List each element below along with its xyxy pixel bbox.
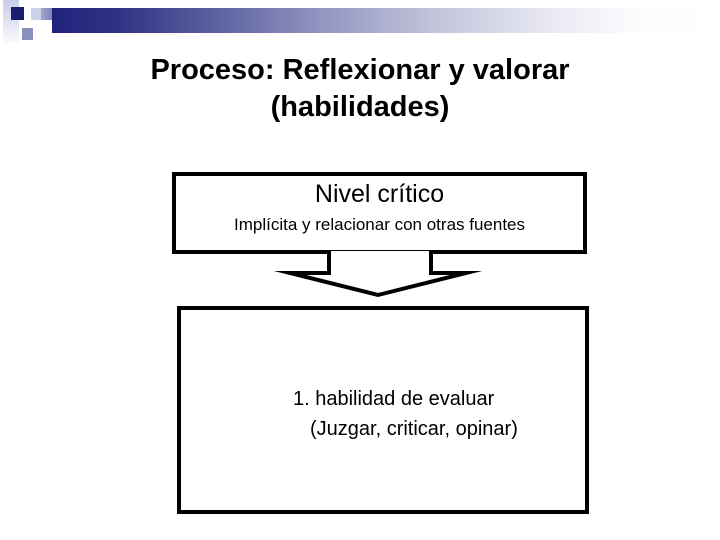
bottom-box-line1: 1. habilidad de evaluar [293,388,495,410]
deco-square-medium [41,8,52,20]
deco-square-light [31,8,41,20]
bottom-box-line2: (Juzgar, criticar, opinar) [310,418,518,440]
deco-square-slate [22,28,33,40]
slide-title-line2: (habilidades) [270,91,450,123]
header-gradient-bar [52,8,710,33]
top-box: Nivel crítico Implícita y relacionar con… [172,172,587,254]
top-box-subheading: Implícita y relacionar con otras fuentes [233,215,526,234]
slide-title: Proceso: Reflexionar y valorar (habilida… [0,52,720,126]
top-box-heading: Nivel crítico [314,180,445,208]
down-arrow-shape [273,251,483,298]
deco-square-dark [11,7,24,20]
bottom-box-text: 1. habilidad de evaluar (Juzgar, critica… [181,310,585,444]
slide-title-line1: Proceso: Reflexionar y valorar [150,54,570,86]
bottom-box: 1. habilidad de evaluar (Juzgar, critica… [177,306,589,514]
